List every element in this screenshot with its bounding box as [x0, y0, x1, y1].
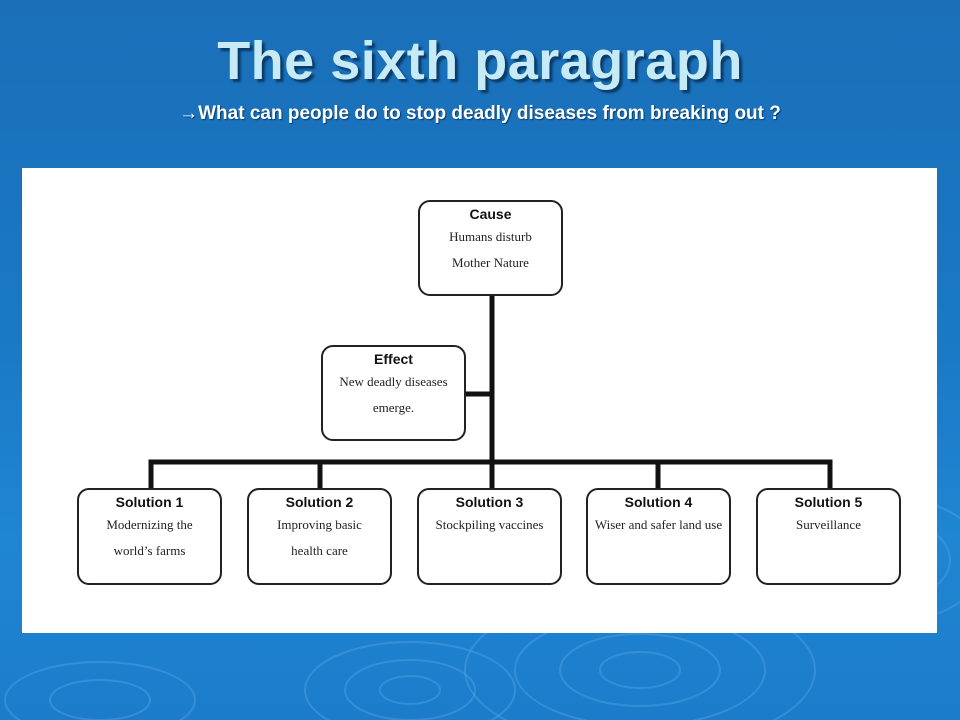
solution-text: Modernizing the world’s farms — [106, 517, 193, 558]
effect-heading: Effect — [374, 351, 413, 367]
solution-heading: Solution 3 — [455, 494, 524, 510]
solution-box-5: Solution 5 Surveillance — [756, 488, 901, 585]
solution-text: Surveillance — [796, 517, 861, 532]
solution-text: Improving basic health care — [277, 517, 362, 558]
slide-subtitle: →What can people do to stop deadly disea… — [179, 103, 781, 124]
solution-text: Stockpiling vaccines — [435, 517, 544, 532]
solution-box-3: Solution 3 Stockpiling vaccines — [417, 488, 562, 585]
solution-box-4: Solution 4 Wiser and safer land use — [586, 488, 731, 585]
solution-heading: Solution 1 — [115, 494, 184, 510]
cause-text: Humans disturb Mother Nature — [449, 229, 532, 270]
solution-box-1: Solution 1 Modernizing the world’s farms — [77, 488, 222, 585]
connector-lines — [148, 293, 833, 493]
slide-title: The sixth paragraph — [217, 31, 743, 91]
solution-heading: Solution 2 — [285, 494, 354, 510]
solution-text: Wiser and safer land use — [594, 517, 723, 532]
effect-box: Effect New deadly diseases emerge. — [321, 345, 466, 441]
diagram-panel: Cause Humans disturb Mother Nature Effec… — [22, 168, 937, 633]
solution-box-2: Solution 2 Improving basic health care — [247, 488, 392, 585]
solution-heading: Solution 5 — [794, 494, 863, 510]
effect-text: New deadly diseases emerge. — [339, 374, 448, 415]
cause-heading: Cause — [469, 206, 512, 222]
solution-heading: Solution 4 — [624, 494, 693, 510]
cause-box: Cause Humans disturb Mother Nature — [418, 200, 563, 296]
